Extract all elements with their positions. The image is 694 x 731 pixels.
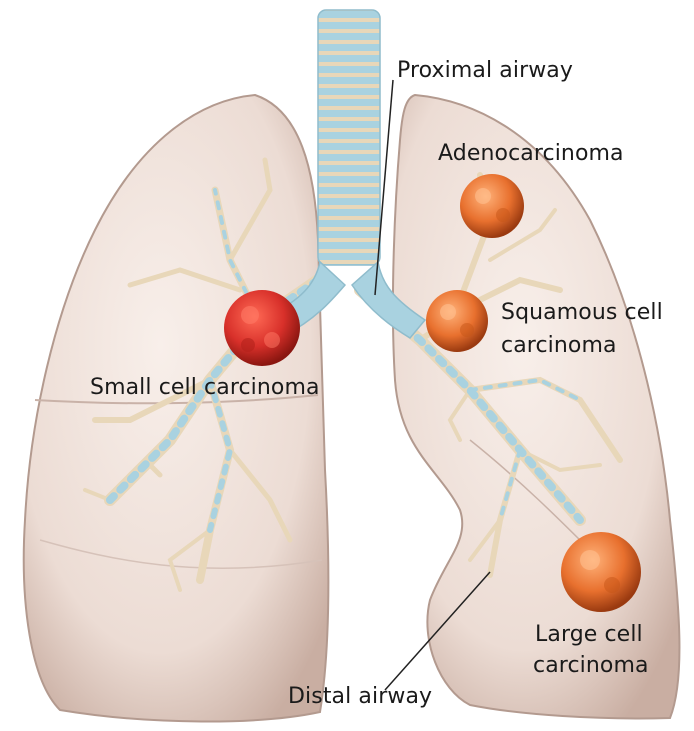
squamous-label-line1: Squamous cell [501,300,663,326]
adenocarcinoma-label: Adenocarcinoma [438,141,624,167]
distal-airway-label: Distal airway [288,684,432,710]
right-lung [24,95,329,722]
small-cell-tumor [224,290,300,366]
adenocarcinoma-tumor [460,174,524,238]
proximal-airway-label: Proximal airway [397,58,573,84]
large-cell-label-line1: Large cell [535,622,643,648]
squamous-tumor [426,290,488,352]
large-cell-label-line2: carcinoma [533,653,649,679]
small-cell-label: Small cell carcinoma [90,375,320,401]
squamous-label-line2: carcinoma [501,333,617,359]
large-cell-tumor [561,532,641,612]
